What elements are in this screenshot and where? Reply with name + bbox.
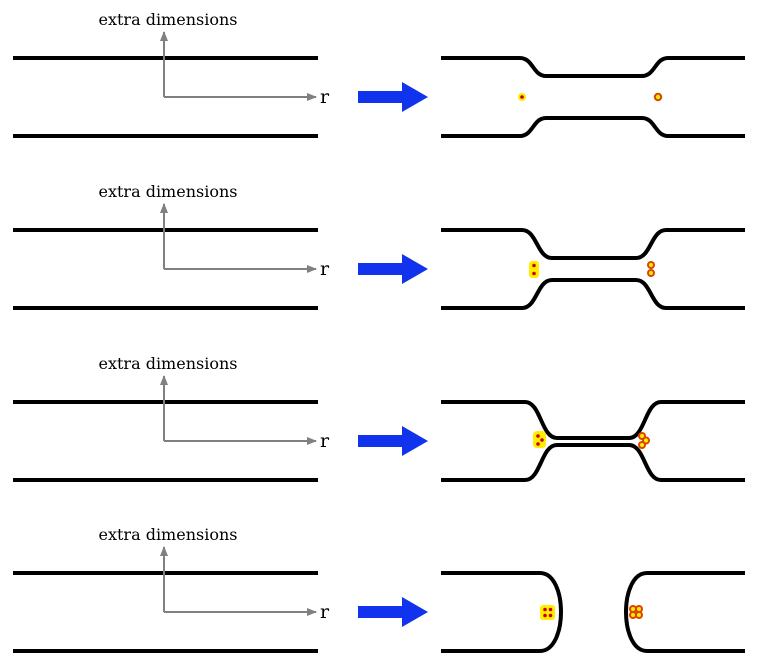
lower-wall <box>441 278 745 310</box>
upper-wall <box>441 228 745 260</box>
left-brane-diagram: extra dimensions r <box>13 10 330 138</box>
left-capped-brane <box>441 571 563 653</box>
right-brane-diagram <box>441 400 745 482</box>
upper-wall <box>441 56 745 78</box>
right-brane-diagram <box>441 56 745 138</box>
lower-wall <box>441 443 745 482</box>
right-capped-brane <box>624 571 745 653</box>
particle-source <box>529 261 539 278</box>
panel-1: extra dimensions r <box>13 10 745 138</box>
panel-2: extra dimensions r <box>13 182 745 310</box>
left-brane-diagram: extra dimensions r <box>13 182 330 310</box>
extra-dimensions-label: extra dimensions <box>99 525 238 544</box>
transition-arrow <box>358 597 428 627</box>
antiparticle-source <box>629 605 643 619</box>
transition-arrow <box>358 82 428 112</box>
transition-arrow <box>358 254 428 284</box>
right-brane-diagram <box>441 228 745 310</box>
extra-dimensions-label: extra dimensions <box>99 182 238 201</box>
transition-arrow <box>358 426 428 456</box>
left-brane-diagram: extra dimensions r <box>13 354 330 482</box>
extra-dimensions-label: extra dimensions <box>99 10 238 29</box>
antiparticle-source <box>647 261 655 277</box>
r-axis-label: r <box>320 258 330 280</box>
extra-dimensions-label: extra dimensions <box>99 354 238 373</box>
right-brane-diagram <box>441 571 745 653</box>
panel-4: extra dimensions r <box>13 525 745 653</box>
r-axis-label: r <box>320 86 330 108</box>
lower-wall <box>441 116 745 138</box>
panel-3: extra dimensions r <box>13 354 745 482</box>
r-axis-label: r <box>320 601 330 623</box>
upper-wall <box>441 400 745 440</box>
particle-source <box>540 605 555 620</box>
particle-source <box>533 431 546 448</box>
left-brane-diagram: extra dimensions r <box>13 525 330 653</box>
r-axis-label: r <box>320 430 330 452</box>
particle-source <box>518 93 526 101</box>
antiparticle-source <box>653 92 663 102</box>
antiparticle-source <box>638 432 650 449</box>
